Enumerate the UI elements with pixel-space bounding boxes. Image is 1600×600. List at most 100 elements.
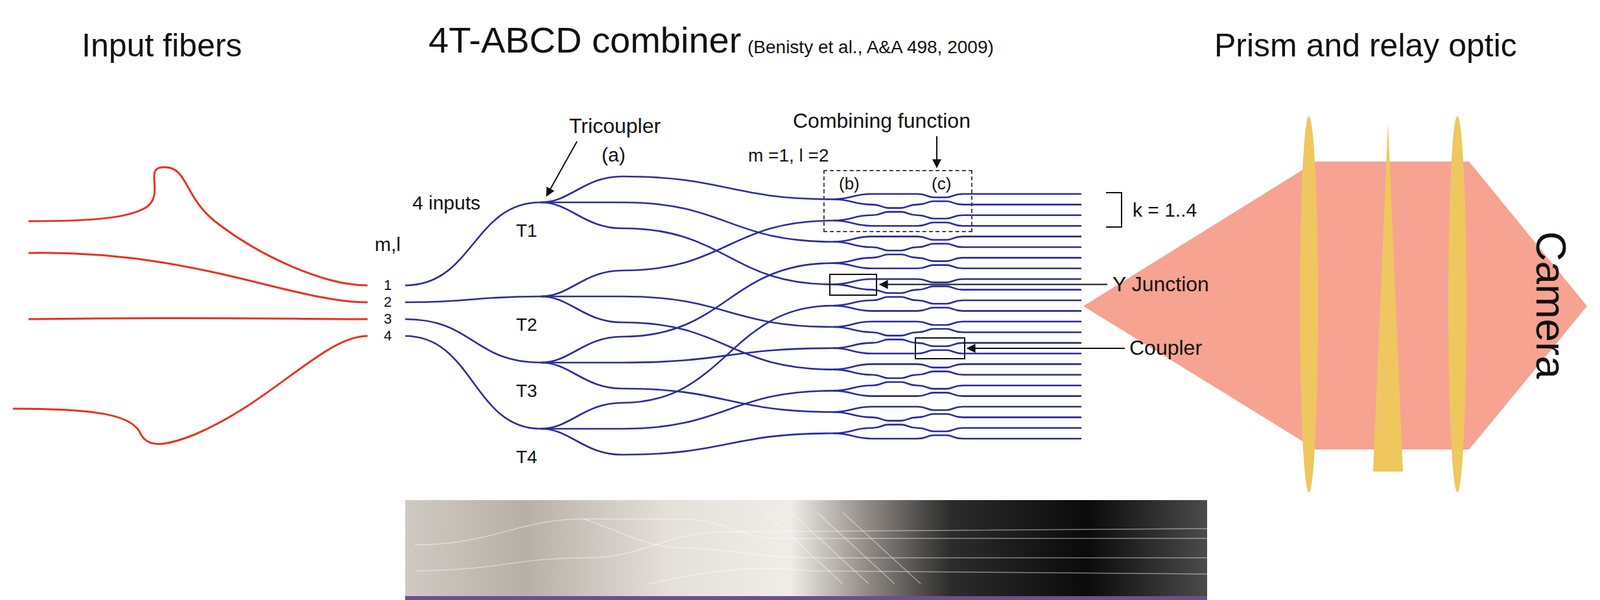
callout-label: Tricoupler [569,114,661,139]
photo-line [583,518,1208,558]
waveguide [540,361,623,364]
waveguide [962,331,1082,334]
waveguide [871,437,918,440]
stage-letter: (b) [838,175,860,192]
waveguide [917,243,963,248]
combining-function-box: m =1, l =2(b)(c) [823,169,973,233]
waveguide [962,299,1082,302]
waveguide [962,267,1082,270]
callout-label: Combining function [792,108,971,133]
waveguide [405,335,541,429]
waveguide [962,405,1082,408]
waveguide [962,352,1082,355]
waveguide [871,289,918,294]
waveguide [405,296,541,303]
waveguide [962,373,1082,376]
annotations [546,136,1125,359]
waveguide [540,296,623,323]
waveguide [917,278,963,283]
waveguide [962,246,1082,249]
prism [1373,122,1403,472]
waveguide [917,222,963,226]
waveguide [871,224,918,227]
waveguide [917,392,963,396]
waveguide [962,288,1082,291]
waveguide [962,437,1082,440]
waveguide [917,236,963,240]
waveguide [917,200,963,205]
waveguide [405,202,541,286]
waveguide [917,328,963,332]
waveguide [871,339,918,343]
waveguide [540,362,623,389]
leader-arrow [879,283,1108,286]
waveguide [540,402,623,429]
waveguide [871,211,918,216]
waveguide [833,411,872,417]
waveguide [917,307,963,311]
waveguide [962,193,1082,196]
waveguide [622,433,834,455]
waveguide [917,342,963,347]
waveguide [540,176,623,203]
waveguide [962,363,1082,365]
heading-label: Input fibers [81,27,242,65]
photo-line [648,567,1208,584]
fiber [12,335,368,444]
waveguide [917,321,963,325]
output-label: k = 1..4 [1132,199,1197,222]
waveguide [871,235,918,238]
waveguide [833,369,872,375]
waveguide [622,296,834,327]
waveguide [540,428,623,455]
combiner-index: m =1, l =2 [748,146,830,165]
waveguide [917,265,963,269]
waveguide [871,254,918,258]
heading-label: Prism and relay optic [1214,27,1518,65]
photo-line [414,528,1208,571]
waveguide [871,278,918,281]
waveguide [622,305,834,403]
waveguide [871,331,918,336]
waveguide [833,199,872,205]
waveguide [871,405,918,408]
waveguide [962,384,1082,387]
photo-edge [405,595,1208,600]
waveguide [871,309,918,312]
waveguide [917,300,963,304]
citation: (Benisty et al., A&A 498, 2009) [747,38,994,57]
stage-letter: (c) [931,175,952,192]
waveguide [540,336,623,363]
waveguide [871,416,918,421]
callout-label: 4 inputs [412,191,481,215]
waveguide [962,320,1082,323]
waveguide [962,341,1082,344]
waveguide [871,381,918,386]
waveguide [622,228,834,284]
waveguide [833,193,872,200]
waveguide-network [405,176,1082,455]
waveguide [917,406,963,410]
waveguide [833,326,872,332]
waveguide [871,352,918,355]
waveguide [833,406,872,412]
waveguide [833,321,872,327]
leader-arrow [546,141,577,196]
waveguide [622,322,834,370]
tricoupler-label: T4 [516,446,538,468]
waveguide [917,435,963,439]
waveguide [622,263,834,337]
waveguide [962,203,1082,206]
waveguide [622,176,834,200]
title: 4T-ABCD combiner [428,22,742,59]
callout-label: (a) [601,143,626,167]
waveguide [871,247,918,251]
waveguide [871,424,918,428]
waveguide [871,267,918,270]
waveguide [833,363,872,369]
waveguide [622,202,834,242]
waveguide [833,348,872,354]
waveguide [833,385,872,391]
